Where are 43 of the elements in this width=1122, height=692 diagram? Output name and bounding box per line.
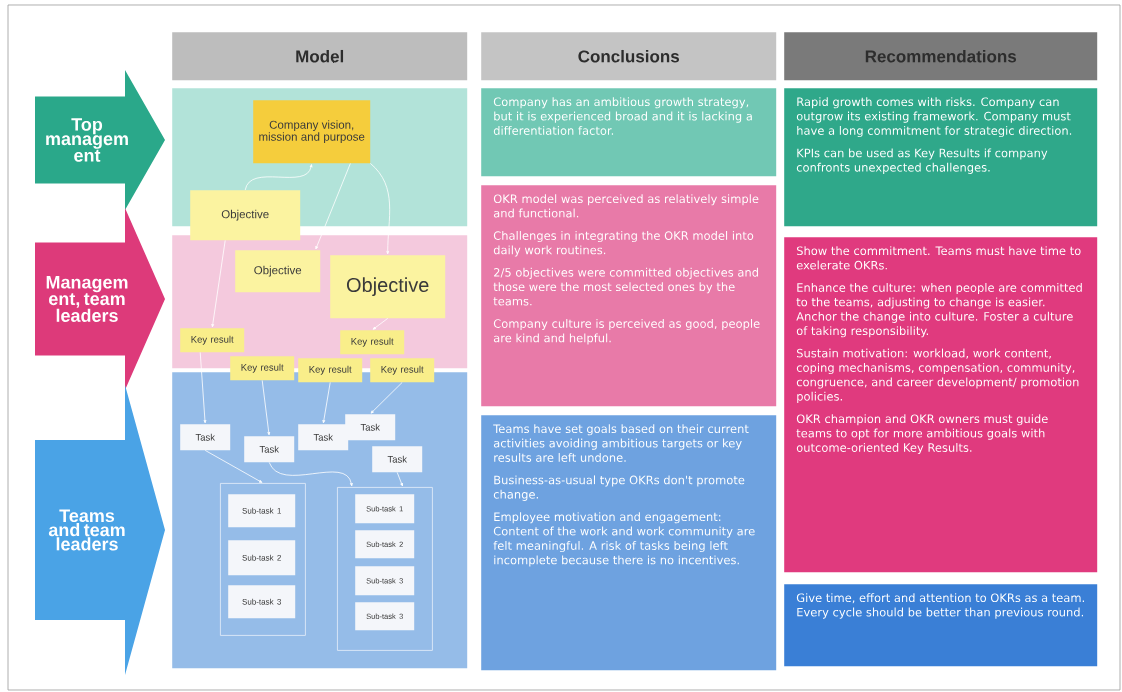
sticky-note: Task (180, 424, 231, 451)
sticky-note: Sub-task 2 (228, 540, 296, 576)
text-card: Company has an ambitious growth strategy, but it is experienced broad and it is lacking a differentiation factor. (481, 88, 777, 177)
sticky-note: Objective (330, 255, 446, 319)
arrow (268, 462, 353, 487)
arrow (370, 382, 403, 414)
sticky-note: Objective (190, 190, 301, 241)
arrow (261, 380, 271, 436)
arrow (372, 318, 389, 330)
sticky-note: Sub-task 1 (228, 494, 296, 528)
arrow (244, 164, 313, 191)
sticky-note: Key result (298, 358, 363, 383)
arrow (211, 240, 226, 328)
sticky-note: Key result (180, 328, 245, 353)
sticky-note: Sub-task 3 (228, 585, 296, 619)
sticky-note: Key result (370, 358, 435, 383)
column-header: Conclusions (481, 32, 777, 81)
sticky-note: Company vision, mission and purpose (253, 100, 371, 164)
arrow (370, 163, 391, 255)
sticky-note: Task (298, 424, 349, 451)
chevron-label: Teams and team leaders (35, 385, 165, 675)
chevron-label: Top managem ent (35, 70, 165, 210)
sticky-note: Key result (340, 330, 405, 355)
sticky-note: Task (345, 414, 396, 441)
arrow (204, 450, 263, 483)
sticky-note: Task (372, 446, 423, 473)
text-card: Show the commitment. Teams must have time to exelerate OKRs. Enhance the culture: when people are committed to the teams, adjusting to change is easier. Anchor the change into culture. Foster a culture of taking responsibility. Sustain motivation: workload, work content, coping mechanisms, compensation, community, congruence, and career development/ promotion policies. OKR champion and OKR owners must guide teams to opt for more ambitious goals with outcome-oriented Key Results. (784, 237, 1098, 573)
arrow (199, 352, 207, 424)
sticky-note: Objective (235, 250, 321, 293)
text-card: OKR model was perceived as relatively simple and functional. Challenges in integrating the OKR model into daily work routines. 2/5 objectives were committed objectives and those were the most selected ones by the teams. Company culture is perceived as good, people are kind and helpful. (481, 185, 777, 407)
arrow (396, 472, 403, 487)
sticky-note: Key result (230, 356, 295, 381)
text-card: Give time, effort and attention to OKRs as a team. Every cycle should be better than previous round. (784, 584, 1098, 667)
text-card: Teams have set goals based on their current activities avoiding ambitious targets or key results are left undone. Business-as-usual type OKRs don't promote change. Employee motivation and engagement: Content of the work and work community are felt meaningful. A risk of tasks being left incomplete because there is no incentives. (481, 415, 777, 671)
group-frame (220, 483, 306, 636)
column-header: Model (172, 32, 468, 81)
text-card: Rapid growth comes with risks. Company can outgrow its existing framework. Company must have a long commitment for strategic direction. KPIs can be used as Key Results if company confronts unexpected challenges. (784, 88, 1098, 227)
group-frame (337, 487, 433, 651)
arrow (315, 163, 351, 250)
column-header: Recommendations (784, 32, 1098, 81)
arrow (322, 382, 331, 424)
chevron-label: Managem ent, team leaders (35, 208, 165, 390)
sticky-note: Task (244, 436, 295, 463)
